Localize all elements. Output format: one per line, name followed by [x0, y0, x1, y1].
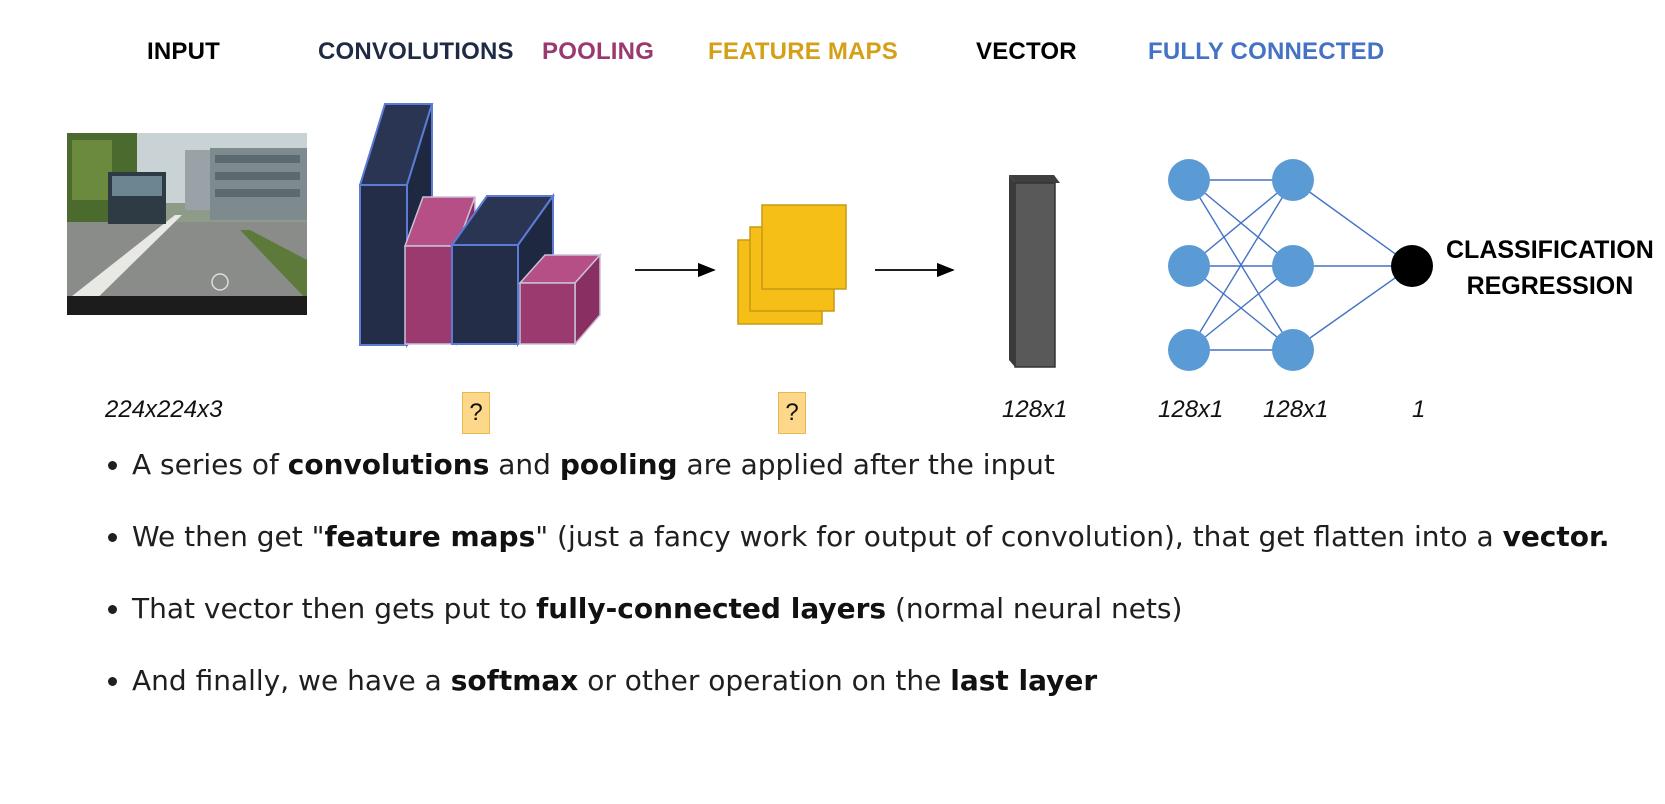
- dim-output: 1: [1412, 396, 1426, 423]
- dim-fc2: 128x1: [1263, 396, 1329, 423]
- bullet-emphasis: vector.: [1502, 520, 1610, 553]
- fc-output-edge: [1292, 179, 1413, 267]
- bullet-emphasis: pooling: [559, 448, 678, 481]
- vector-bar: [1009, 175, 1060, 368]
- fc-output-edge: [1292, 265, 1413, 351]
- bullet-text: are applied after the input: [677, 448, 1055, 481]
- bullet-text: And finally, we have a: [132, 664, 451, 697]
- fc-edge: [1188, 265, 1294, 351]
- fc2-neuron: [1272, 329, 1314, 371]
- fc-edge: [1188, 179, 1294, 267]
- header-vector: VECTOR: [976, 38, 1077, 65]
- dim-feature-maps-unknown: ?: [778, 392, 806, 434]
- output-label-regression: REGRESSION: [1466, 272, 1634, 300]
- header-input: INPUT: [147, 38, 220, 65]
- feature-maps-stack: [737, 204, 847, 325]
- fc1-neuron: [1168, 245, 1210, 287]
- bullet-item: A series of convolutions and pooling are…: [132, 437, 1652, 493]
- output-label-classification: CLASSIFICATION: [1446, 236, 1654, 264]
- input-image: [67, 133, 307, 315]
- bullet-emphasis: convolutions: [287, 448, 490, 481]
- fc-edge: [1188, 179, 1294, 351]
- dim-conv-unknown: ?: [462, 392, 490, 434]
- bullet-text: or other operation on the: [578, 664, 951, 697]
- bullet-text: " (just a fancy work for output of convo…: [535, 520, 1503, 553]
- fc-connections: [1188, 179, 1413, 351]
- fc1-neuron: [1168, 329, 1210, 371]
- bullet-item: And finally, we have a softmax or other …: [132, 653, 1652, 709]
- bullet-item: We then get "feature maps" (just a fancy…: [132, 509, 1652, 565]
- fc-neurons: [1168, 159, 1433, 371]
- bullet-text: and: [489, 448, 560, 481]
- header-feature-maps: FEATURE MAPS: [708, 38, 898, 65]
- bullet-emphasis: softmax: [450, 664, 579, 697]
- bullet-emphasis: last layer: [950, 664, 1098, 697]
- dim-input: 224x224x3: [105, 396, 223, 423]
- bullet-text: We then get ": [132, 520, 325, 553]
- output-label: CLASSIFICATION REGRESSION: [1446, 232, 1654, 304]
- header-fully-connected: FULLY CONNECTED: [1148, 38, 1385, 65]
- bullet-emphasis: feature maps: [324, 520, 536, 553]
- pool-block-2: [518, 253, 602, 347]
- bullet-emphasis: fully-connected layers: [536, 592, 887, 625]
- bullet-item: That vector then gets put to fully-conne…: [132, 581, 1652, 637]
- dim-vector: 128x1: [1002, 396, 1068, 423]
- fc2-neuron: [1272, 159, 1314, 201]
- header-convolutions: CONVOLUTIONS: [318, 38, 514, 65]
- fc2-neuron: [1272, 245, 1314, 287]
- cnn-pipeline-diagram: [67, 103, 1433, 371]
- bullet-text: (normal neural nets): [886, 592, 1183, 625]
- conv-block-2: [450, 192, 555, 347]
- output-neuron: [1391, 245, 1433, 287]
- bullet-text: That vector then gets put to: [132, 592, 537, 625]
- header-pooling: POOLING: [542, 38, 655, 65]
- dim-fc1: 128x1: [1158, 396, 1224, 423]
- bullet-text: A series of: [132, 448, 288, 481]
- fc1-neuron: [1168, 159, 1210, 201]
- explanation-list: A series of convolutions and pooling are…: [86, 437, 1652, 725]
